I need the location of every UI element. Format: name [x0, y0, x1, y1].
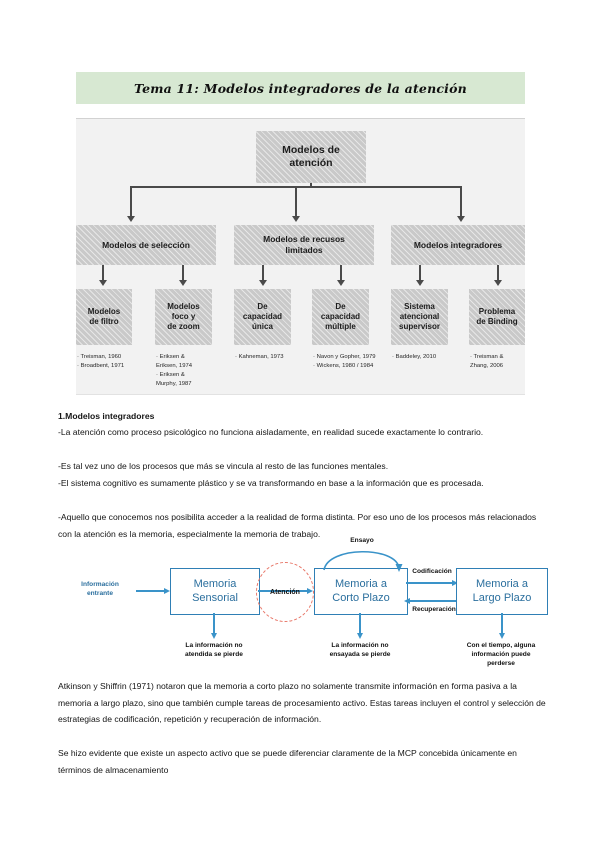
arrow-loss-sensorial-line: [213, 613, 215, 635]
attention-models-diagram: Modelos de atención Modelos de selección…: [76, 118, 525, 395]
arrow-loss-mlp-head: [498, 633, 505, 639]
memory-box-largo-plazo-line2: Largo Plazo: [472, 591, 532, 604]
connector-to-capacidad-unica: [262, 265, 264, 282]
arrow-input-head: [164, 587, 170, 594]
rehearsal-loop-arc: [323, 551, 403, 572]
diagram-node-capacidad-unica: De capacidad única: [234, 289, 291, 345]
title-banner: Tema 11: Modelos integradores de la aten…: [76, 72, 525, 104]
memory-box-sensorial-line2: Sensorial: [192, 591, 238, 604]
diagram-node-recursos: Modelos de recusos limitados: [234, 225, 374, 265]
memory-flow-diagram: Información entrante Memoria Sensorial A…: [58, 537, 548, 672]
arrow-loss-sensorial-head: [210, 633, 217, 639]
diagram-node-foco-zoom: Modelos foco y de zoom: [155, 289, 212, 345]
section-bullet-4: -Aquello que conocemos nos posibilita ac…: [58, 512, 537, 539]
arrow-loss-mcp-line: [359, 613, 361, 635]
connector-to-binding: [497, 265, 499, 282]
section-heading: 1.Modelos integradores: [58, 411, 155, 421]
arrowhead-sistema-supervisor: [415, 280, 424, 286]
arrow-codificacion-head: [452, 579, 458, 586]
connector-to-integradores: [460, 186, 462, 218]
diagram-node-problema-binding: Problema de Binding: [469, 289, 525, 345]
arrow-recuperacion-line: [410, 600, 458, 602]
memory-box-corto-plazo-line1: Memoria a: [335, 578, 387, 591]
arrowhead-integradores: [456, 216, 465, 222]
memory-box-sensorial-line1: Memoria: [193, 578, 237, 591]
diagram-node-root: Modelos de atención: [256, 131, 366, 183]
section-bullet-1: -La atención como proceso psicológico no…: [58, 427, 484, 437]
label-recuperacion: Recuperación: [412, 606, 456, 613]
arrowhead-foco-zoom: [178, 280, 187, 286]
citation-capacidad-unica: · Kahneman, 1973: [235, 354, 284, 360]
attention-circle: Atención: [256, 562, 314, 622]
section-bullet-2: -Es tal vez uno de los procesos que más …: [58, 461, 389, 471]
label-loss-mlp: Con el tiempo, alguna información puede …: [466, 642, 536, 668]
arrow-codificacion-line: [406, 582, 454, 584]
connector-to-sistema-supervisor: [419, 265, 421, 282]
arrow-loss-mcp-head: [356, 633, 363, 639]
memory-box-sensorial: Memoria Sensorial: [170, 568, 260, 615]
citation-binding: · Treisman & Zhang, 2006: [470, 354, 504, 370]
arrowhead-capacidad-unica: [258, 280, 267, 286]
connector-root-down: [310, 183, 312, 187]
connector-to-capacidad-multiple: [340, 265, 342, 282]
arrowhead-recursos: [291, 216, 300, 222]
memory-box-corto-plazo-line2: Corto Plazo: [332, 591, 390, 604]
label-informacion-entrante: Información entrante: [81, 581, 119, 598]
citation-foco-zoom: · Eriksen & Eriksen, 1974 · Eriksen & Mu…: [156, 354, 193, 388]
connector-to-seleccion: [130, 186, 132, 218]
section-bullet-3: -El sistema cognitivo es sumamente plást…: [58, 478, 484, 488]
arrow-loss-mlp-line: [501, 613, 503, 635]
label-loss-mcp: La información no ensayada se pierde: [329, 642, 391, 659]
label-codificacion: Codificación: [412, 568, 452, 575]
arrowhead-capacidad-multiple: [336, 280, 345, 286]
diagram-node-modelos-filtro: Modelos de filtro: [76, 289, 132, 345]
diagram-node-sistema-supervisor: Sistema atencional supervisor: [391, 289, 448, 345]
memory-box-corto-plazo: Memoria a Corto Plazo: [314, 568, 408, 615]
memory-box-largo-plazo: Memoria a Largo Plazo: [456, 568, 548, 615]
arrowhead-seleccion: [126, 216, 135, 222]
citation-sistema-supervisor: · Baddeley, 2010: [392, 354, 437, 360]
diagram-node-integradores: Modelos integradores: [391, 225, 525, 265]
diagram-node-capacidad-multiple: De capacidad múltiple: [312, 289, 369, 345]
memory-box-largo-plazo-line1: Memoria a: [476, 578, 528, 591]
closing-paragraph-1: Atkinson y Shiffrin (1971) notaron que l…: [58, 681, 546, 724]
arrowhead-filtro: [98, 280, 107, 286]
arrow-recuperacion-head: [404, 597, 410, 604]
connector-to-recursos: [295, 186, 297, 218]
label-ensayo: Ensayo: [350, 537, 374, 544]
arrowhead-binding: [493, 280, 502, 286]
citation-filtro: · Treisman, 1960 · Broadbent, 1971: [77, 354, 125, 370]
connector-to-filtro: [102, 265, 104, 282]
closing-paragraph-2: Se hizo evidente que existe un aspecto a…: [58, 748, 517, 775]
page-title: Tema 11: Modelos integradores de la aten…: [134, 80, 467, 96]
label-loss-sensorial: La información no atendida se pierde: [185, 642, 243, 659]
citation-capacidad-multiple: · Navon y Gopher, 1979 · Wickens, 1980 /…: [313, 354, 376, 370]
diagram-node-seleccion: Modelos de selección: [76, 225, 216, 265]
connector-to-foco-zoom: [182, 265, 184, 282]
arrow-input-line: [136, 590, 166, 592]
